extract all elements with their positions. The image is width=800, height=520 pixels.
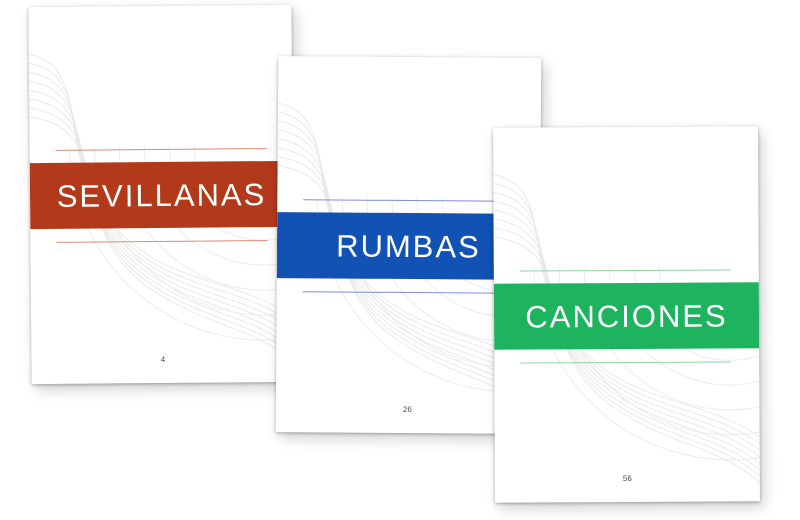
page-number: 56 [622, 473, 632, 484]
title-banner: SEVILLANAS [29, 160, 294, 230]
title-banner: CANCIONES [493, 282, 760, 350]
section-title: SEVILLANAS [56, 176, 267, 214]
section-title: CANCIONES [525, 297, 728, 335]
page-canciones: CANCIONES 56 [493, 126, 760, 503]
page-sevillanas: SEVILLANAS 4 [28, 4, 295, 385]
section-title: RUMBAS [336, 227, 481, 265]
